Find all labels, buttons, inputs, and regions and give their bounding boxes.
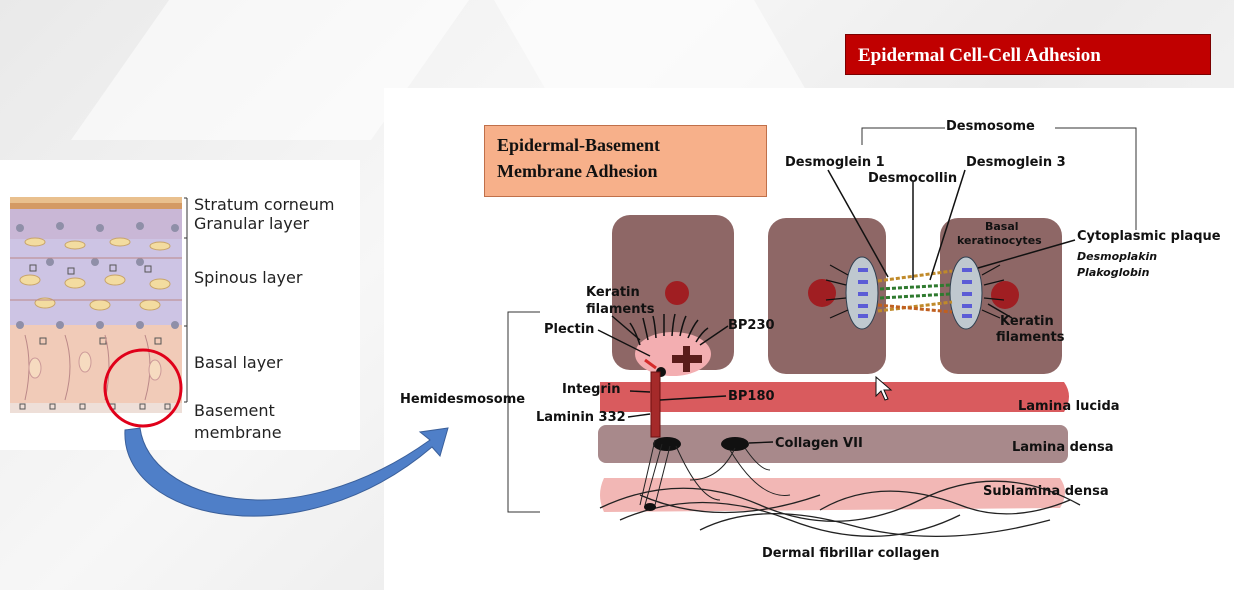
- bp230-label: BP230: [728, 318, 775, 333]
- lamina-lucida-band: [600, 382, 1069, 412]
- dermal-collagen-fibers: [599, 480, 1081, 538]
- plakoglobin-label: Plakoglobin: [1077, 266, 1150, 279]
- desmocollin-label: Desmocollin: [868, 171, 957, 186]
- lamina-densa-band: [598, 425, 1068, 463]
- keratin-filaments-label: filaments: [996, 330, 1065, 345]
- skin-layer-label: Basal layer: [194, 353, 283, 372]
- section-title-line: Epidermal-Basement: [497, 135, 660, 155]
- desmoglein1-label: Desmoglein 1: [785, 155, 885, 170]
- zoom-arrow: [124, 427, 449, 517]
- skin-layer-label: membrane: [194, 423, 282, 442]
- sublamina-densa-label: Sublamina densa: [983, 484, 1109, 499]
- dermal-collagen-label: Dermal fibrillar collagen: [762, 546, 939, 561]
- section-title-box: Epidermal-Basement Membrane Adhesion: [484, 125, 767, 197]
- plectin-label: Plectin: [544, 322, 594, 337]
- slide-title: Epidermal Cell-Cell Adhesion: [845, 34, 1211, 75]
- keratin-filaments-label: Keratin: [586, 285, 640, 300]
- mouse-cursor-icon: [875, 375, 893, 401]
- basal-keratinocytes-label: Basal: [985, 220, 1019, 233]
- collagen-vii-label: Collagen VII: [775, 436, 863, 451]
- highlight-circle: [103, 348, 183, 428]
- lamina-densa-label: Lamina densa: [1012, 440, 1114, 455]
- cytoplasmic-plaque-label: Cytoplasmic plaque: [1077, 229, 1221, 244]
- skin-layer-label: Basement: [194, 401, 275, 420]
- lamina-lucida-label: Lamina lucida: [1018, 399, 1120, 414]
- skin-layer-label: Spinous layer: [194, 268, 303, 287]
- hemidesmosome-title: Hemidesmosome: [400, 392, 525, 407]
- desmosome-title: Desmosome: [946, 119, 1035, 134]
- bp180-label: BP180: [728, 389, 775, 404]
- skin-layer-label: Stratum corneum: [194, 195, 335, 214]
- basal-keratinocytes-label: keratinocytes: [957, 234, 1042, 247]
- desmoglein3-label: Desmoglein 3: [966, 155, 1066, 170]
- integrin-label: Integrin: [562, 382, 621, 397]
- laminin-label: Laminin 332: [536, 410, 626, 425]
- skin-layer-label: Granular layer: [194, 214, 310, 233]
- keratin-filaments-label: Keratin: [1000, 314, 1054, 329]
- skin-section-illustration: [10, 197, 182, 413]
- section-title-line: Membrane Adhesion: [497, 161, 658, 181]
- keratin-filaments-label: filaments: [586, 302, 655, 317]
- desmoplakin-label: Desmoplakin: [1077, 250, 1157, 263]
